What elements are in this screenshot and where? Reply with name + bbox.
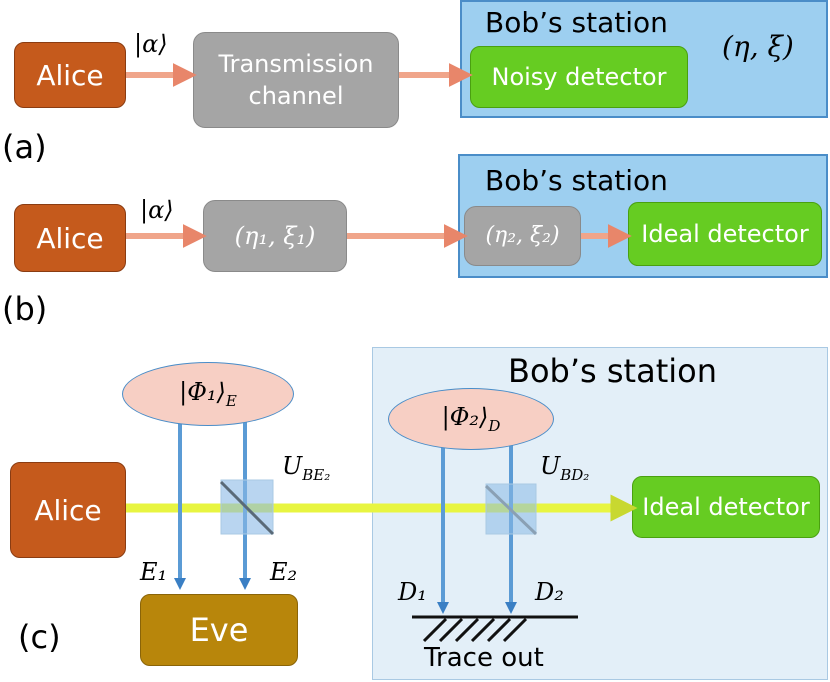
- panel-label-c: (c): [18, 618, 61, 656]
- mode-e2-label: E₂: [270, 558, 298, 586]
- beam-splitter-ubd2-diagonal: [484, 484, 538, 536]
- params-eta-xi: (η, ξ): [722, 30, 794, 63]
- bob-station-title-b: Bob’s station: [485, 164, 668, 197]
- alice-box-c: Alice: [10, 462, 126, 558]
- unitary-ube2-label: UBE₂: [282, 452, 331, 484]
- phi2-label: |Φ₂⟩D: [441, 403, 501, 435]
- ancilla-state-eve: |Φ₁⟩E: [122, 362, 294, 426]
- bob-station-title-c: Bob’s station: [508, 352, 717, 390]
- ideal-detector-box-b: Ideal detector: [628, 202, 822, 266]
- bob-station-title-a: Bob’s station: [485, 6, 668, 39]
- alpha-state-b: |α⟩: [140, 196, 174, 224]
- ancilla-state-bob: |Φ₂⟩D: [388, 388, 554, 450]
- alice-box-b: Alice: [14, 204, 126, 272]
- channel2-box: (η₂, ξ₂): [464, 206, 581, 266]
- unitary-ubd2-label: UBD₂: [540, 452, 590, 484]
- beam-splitter-ube2-diagonal: [219, 480, 275, 536]
- alice-box-a: Alice: [14, 42, 126, 108]
- mode-d1-label: D₁: [398, 578, 427, 606]
- ideal-detector-box-c: Ideal detector: [632, 476, 820, 538]
- transmission-channel-box: Transmission channel: [193, 32, 399, 128]
- phi1-label: |Φ₁⟩E: [179, 378, 237, 410]
- panel-label-b: (b): [2, 290, 48, 328]
- trace-out-hatching: [422, 617, 528, 643]
- panel-label-a: (a): [2, 128, 47, 166]
- alpha-state-a: |α⟩: [134, 30, 168, 58]
- eve-box: Eve: [140, 594, 298, 666]
- noisy-detector-box: Noisy detector: [470, 46, 688, 108]
- mode-e1-label: E₁: [140, 558, 168, 586]
- trace-out-label: Trace out: [424, 643, 544, 673]
- mode-d2-label: D₂: [535, 578, 564, 606]
- alice-label-b: Alice: [36, 221, 104, 255]
- channel1-box: (η₁, ξ₁): [203, 200, 347, 272]
